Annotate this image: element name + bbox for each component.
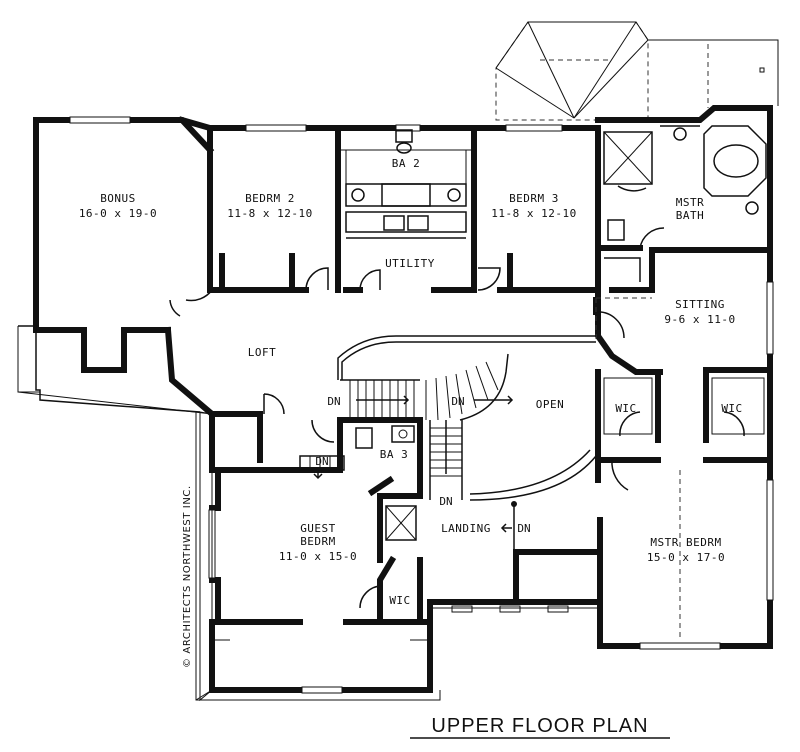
room-name-wic-right: WIC (721, 402, 742, 415)
room-size-bedrm2: 11-8 x 12-10 (227, 207, 312, 220)
door-swing (305, 267, 329, 291)
room-name-mstr-bedrm: MSTR BEDRM (650, 536, 721, 549)
shower-icon (385, 505, 417, 541)
door-swing (359, 585, 383, 609)
door-swing (595, 311, 625, 339)
tub-icon (381, 183, 431, 207)
door-swing (477, 267, 501, 291)
window (766, 281, 774, 355)
stair-curve (469, 449, 591, 495)
stair-arrows (313, 395, 514, 533)
door-swing (263, 393, 285, 415)
details (17, 116, 774, 702)
sink-icon (447, 188, 461, 202)
room-name-wic-left: WIC (615, 402, 636, 415)
room-name-sitting: SITTING (675, 298, 725, 311)
toilet-icon (395, 129, 413, 143)
sink-icon (673, 127, 687, 141)
credit-text: © ARCHITECTS NORTHWEST INC. (182, 485, 193, 668)
railing (341, 341, 596, 380)
room-name-wic-guest: WIC (389, 594, 410, 607)
room-name-bonus: BONUS (100, 192, 136, 205)
stair-label-dn: DN (327, 395, 340, 408)
sink-icon (351, 188, 365, 202)
door-swing (311, 419, 335, 443)
stair-curve (459, 353, 509, 421)
room-size-bedrm3: 11-8 x 12-10 (491, 207, 576, 220)
door-swing (185, 289, 213, 302)
window (639, 642, 721, 650)
room-size-guest: 11-0 x 15-0 (279, 550, 357, 563)
room-name-ba3: BA 3 (380, 448, 409, 461)
bathtub-icon (703, 125, 767, 197)
room-name-loft: LOFT (248, 346, 277, 359)
window (505, 124, 563, 132)
room-size-bonus: 16-0 x 19-0 (79, 207, 157, 220)
stair-label-dn: DN (451, 395, 464, 408)
window (766, 479, 774, 601)
counter-icon (345, 211, 467, 233)
window (395, 124, 421, 132)
railing (337, 335, 596, 380)
room-name-guest-2: BEDRM (300, 535, 336, 548)
door-swing (359, 269, 381, 291)
room-name-mstr-bath-1: MSTR (676, 196, 705, 209)
stair-label-dn: DN (439, 495, 452, 508)
room-name-landing: LANDING (441, 522, 491, 535)
stair-label-dn: DN (517, 522, 530, 535)
door-swing (619, 411, 641, 437)
room-name-utility: UTILITY (385, 257, 435, 270)
door-swing (723, 411, 745, 437)
door-swing (639, 227, 665, 249)
roof-vent-icon (759, 67, 765, 73)
room-name-bedrm3: BEDRM 3 (509, 192, 559, 205)
washer-icon (383, 215, 405, 231)
room-name-guest-1: GUEST (300, 522, 336, 535)
stair-treads (349, 361, 499, 421)
toilet-icon (355, 427, 373, 449)
room-labels: BONUS 16-0 x 19-0 BEDRM 2 11-8 x 12-10 B… (79, 157, 742, 607)
plan-title: UPPER FLOOR PLAN (431, 715, 648, 737)
dryer-icon (407, 215, 429, 231)
window (69, 116, 131, 124)
roof-outline (495, 21, 779, 121)
sink-icon (745, 201, 759, 215)
door-swing (611, 459, 629, 491)
stair-label-dn: DN (315, 455, 328, 468)
door-swing (604, 257, 641, 282)
stair-curve (469, 455, 597, 501)
shower-icon (603, 131, 653, 185)
room-name-mstr-bath-2: BATH (676, 209, 705, 222)
room-size-sitting: 9-6 x 11-0 (664, 313, 735, 326)
room-name-open: OPEN (536, 398, 565, 411)
room-name-bedrm2: BEDRM 2 (245, 192, 295, 205)
door-swing (169, 299, 181, 317)
window (245, 124, 307, 132)
window (301, 686, 343, 694)
room-name-ba2: BA 2 (392, 157, 421, 170)
sink-icon (391, 425, 415, 443)
room-size-mstr-bedrm: 15-0 x 17-0 (647, 551, 725, 564)
toilet-icon (607, 219, 625, 241)
door-swing (617, 185, 647, 192)
